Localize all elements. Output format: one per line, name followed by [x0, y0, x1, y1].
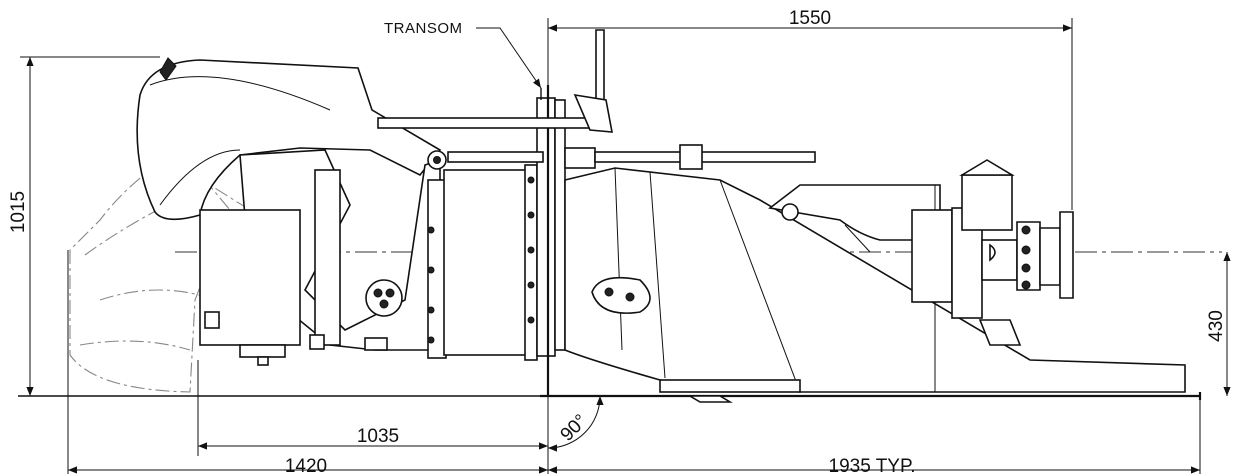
steering-rods — [377, 29, 816, 170]
reverse-bucket — [136, 57, 442, 221]
dimension-angle: 90° — [557, 411, 592, 446]
hull-baseline — [18, 392, 1202, 400]
dimension-inner-length: 1035 — [357, 426, 399, 447]
dimension-rear-length: 1420 — [285, 456, 327, 474]
nozzle-housing — [199, 169, 388, 366]
dimension-shaft-height: 430 — [1206, 310, 1227, 342]
bearing-housing — [911, 159, 1074, 319]
dimension-lines — [20, 18, 1231, 474]
intake-duct — [768, 184, 1022, 392]
transom-label: TRANSOM — [384, 20, 463, 37]
dimension-top-length: 1550 — [789, 8, 831, 29]
transom-plate — [540, 85, 550, 396]
dimension-base-length: 1935 TYP. — [829, 456, 916, 474]
flange-stack — [427, 97, 566, 361]
pump-body — [564, 167, 1186, 403]
dimension-overall-height: 1015 — [8, 191, 29, 233]
